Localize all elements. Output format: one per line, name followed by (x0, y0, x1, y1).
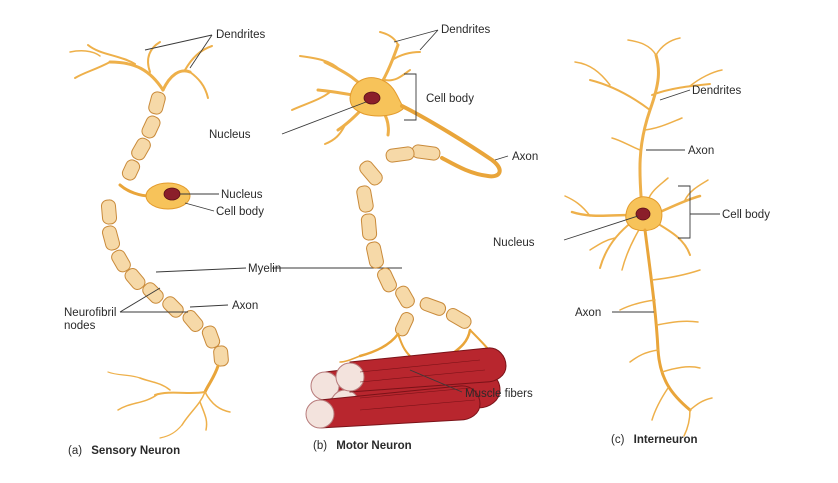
interneuron-axon-bottom-label: Axon (575, 307, 601, 319)
sensory-cell-body (146, 183, 190, 209)
motor-cell-body-label: Cell body (426, 93, 474, 105)
interneuron-cell-body (626, 197, 662, 231)
caption-c-prefix: (c) (611, 434, 625, 446)
sensory-cell-body-label: Cell body (216, 206, 264, 218)
interneuron-cell-body-bracket (678, 186, 720, 238)
motor-axon-hillock (402, 106, 500, 176)
motor-dendrites-label: Dendrites (441, 24, 490, 36)
motor-axon-leader (495, 156, 508, 160)
caption-motor-neuron: (b) Motor Neuron (313, 440, 412, 452)
interneuron-cell-body-label: Cell body (722, 209, 770, 221)
interneuron-nucleus-leader (564, 216, 638, 240)
sensory-axon-leader (190, 305, 228, 307)
motor-nucleus-label: Nucleus (209, 129, 251, 141)
sensory-axon-label: Axon (232, 300, 258, 312)
motor-cell-body (350, 78, 404, 116)
interneuron: Dendrites Axon Cell body Nucleus Axon (493, 38, 770, 436)
interneuron-axon-top-label: Axon (688, 145, 714, 157)
caption-sensory-neuron: (a) Sensory Neuron (68, 445, 180, 457)
motor-myelinated-axon (356, 144, 441, 310)
caption-a-title: Sensory Neuron (91, 445, 180, 457)
caption-a-prefix: (a) (68, 445, 82, 457)
motor-axon-label: Axon (512, 151, 538, 163)
myelin-label: Myelin (248, 263, 281, 275)
interneuron-lower-axon (620, 230, 712, 436)
motor-nucleus (364, 92, 380, 104)
interneuron-nucleus (636, 208, 650, 220)
sensory-nucleus-label: Nucleus (221, 189, 263, 201)
caption-c-title: Interneuron (634, 434, 698, 446)
neurofibril-nodes-label-line1: Neurofibril (64, 307, 116, 319)
motor-dendrites-leader (394, 30, 438, 50)
interneuron-dendrites-label: Dendrites (692, 85, 741, 97)
neurofibril-nodes-label-line2: nodes (64, 320, 96, 332)
sensory-cell-body-leader (185, 203, 214, 211)
sensory-lower-axon (101, 199, 229, 392)
sensory-nucleus (164, 188, 180, 200)
motor-neuron: Dendrites Cell body Nucleus Axon Muscle … (209, 24, 538, 428)
interneuron-nucleus-label: Nucleus (493, 237, 535, 249)
caption-interneuron: (c) Interneuron (611, 434, 698, 446)
sensory-dendrites-label: Dendrites (216, 29, 265, 41)
sensory-dendrites (70, 42, 212, 98)
muscle-fibers-label: Muscle fibers (465, 388, 533, 400)
sensory-upper-axon (120, 91, 167, 196)
caption-b-prefix: (b) (313, 440, 327, 452)
caption-b-title: Motor Neuron (336, 440, 411, 452)
